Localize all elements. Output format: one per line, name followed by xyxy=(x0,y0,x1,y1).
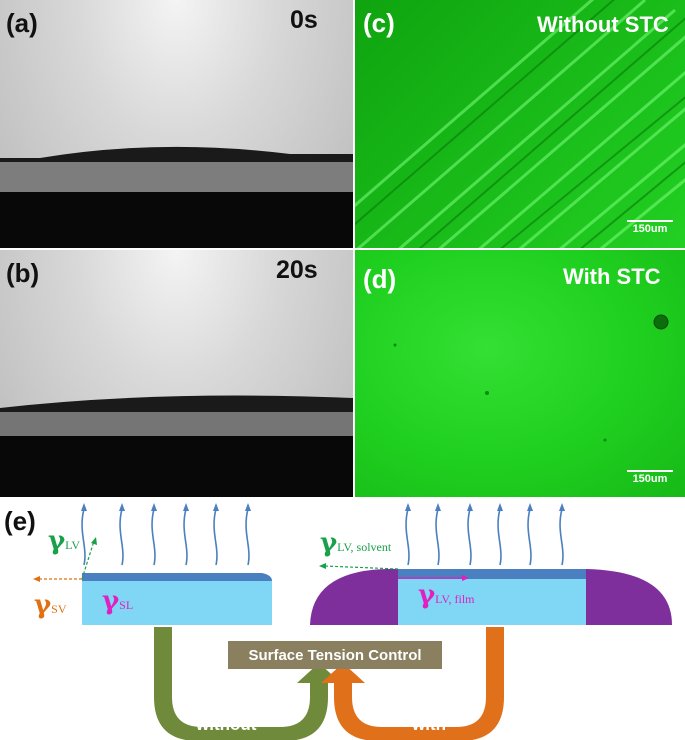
panel-a: (a) 0s xyxy=(0,0,353,248)
panel-b: (b) 20s xyxy=(0,250,353,497)
gamma-lv-solvent-sub: LV, solvent xyxy=(337,540,392,554)
panel-a-label: (a) xyxy=(6,8,38,38)
vapor-lines-right xyxy=(405,508,564,566)
panel-a-time: 0s xyxy=(290,6,318,34)
gamma-lv-solvent-label: γLV, solvent xyxy=(320,528,391,558)
gamma-lv-film-sub: LV, film xyxy=(435,592,475,606)
coffee-ring-stripes xyxy=(355,0,685,248)
panel-c-caption: Without STC xyxy=(537,12,669,37)
panel-c: (c) Without STC 150um xyxy=(355,0,685,248)
scale-bar-d-label: 150um xyxy=(632,473,668,485)
panel-d-caption: With STC xyxy=(563,264,661,289)
gamma-lv-sub: LV xyxy=(65,538,81,552)
scale-bar-d: 150um xyxy=(627,470,673,485)
panel-d-label: (d) xyxy=(363,264,397,294)
gamma-lv-film-symbol: γ xyxy=(418,580,436,610)
uniform-film-dots xyxy=(393,314,669,442)
droplet-profile-b xyxy=(0,395,353,497)
gamma-lv-solvent-symbol: γ xyxy=(320,528,338,558)
gamma-sl-sub: SL xyxy=(119,598,134,612)
gamma-lv-film-label: γLV, film xyxy=(418,580,475,610)
panel-b-label: (b) xyxy=(6,258,40,288)
panel-d: (d) With STC 150um xyxy=(355,250,685,497)
with-arrow-label: with xyxy=(412,715,446,734)
gamma-sl-label: γSL xyxy=(102,586,133,616)
gamma-sl-symbol: γ xyxy=(102,586,120,616)
droplet-profile-a xyxy=(0,146,353,248)
scale-bar-c: 150um xyxy=(627,220,673,235)
gamma-lv-label: γLV xyxy=(48,526,80,556)
panel-e-label: (e) xyxy=(4,506,36,536)
stc-schematic xyxy=(33,503,672,740)
vapor-lines-left xyxy=(81,508,250,566)
scale-bar-c-label: 150um xyxy=(632,223,668,235)
without-arrow-label: without xyxy=(196,715,257,734)
gamma-sv-label: γSV xyxy=(34,590,67,620)
gamma-sv-sub: SV xyxy=(51,602,67,616)
surface-tension-control-box: Surface Tension Control xyxy=(228,641,442,669)
gamma-sv-symbol: γ xyxy=(34,590,52,620)
panel-c-label: (c) xyxy=(363,8,395,38)
gamma-lv-symbol: γ xyxy=(48,526,66,556)
panel-b-time: 20s xyxy=(276,256,318,284)
